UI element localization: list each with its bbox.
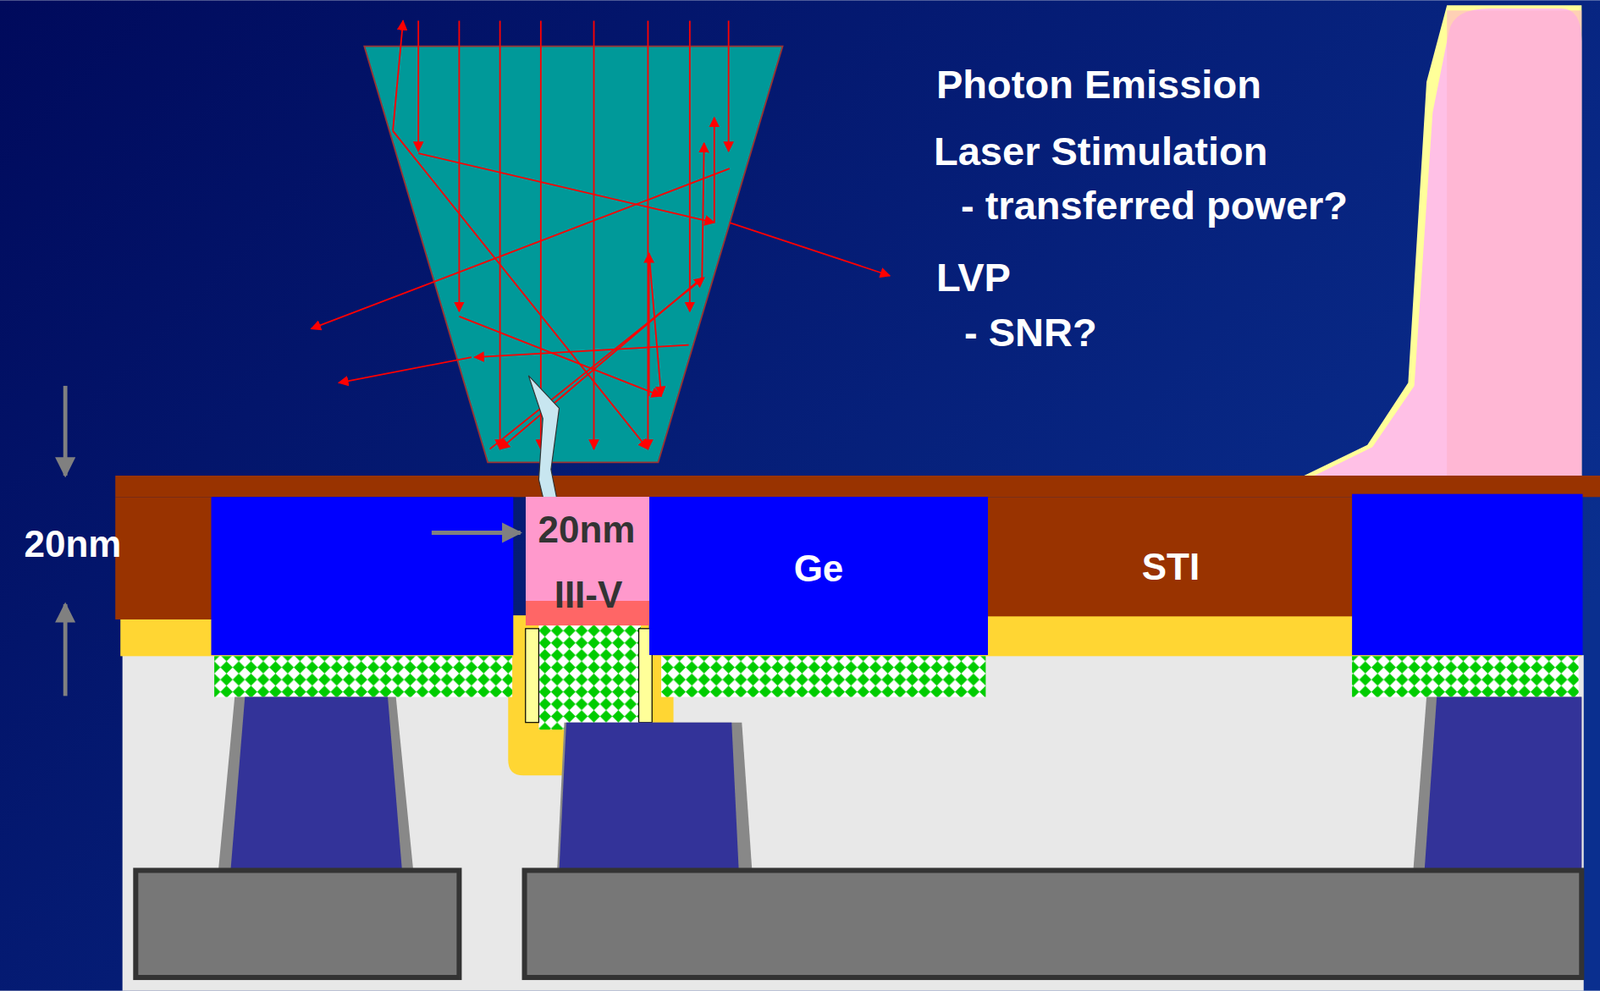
contact-liner: [218, 697, 414, 872]
ge-region: Ge: [649, 496, 988, 656]
sti-region: STI: [989, 475, 1352, 617]
light-ray: [417, 20, 420, 151]
sti-top: [115, 475, 1600, 497]
heading-note: LVP: [936, 257, 1011, 298]
contact-liner: [1412, 697, 1582, 872]
probe-shade: [1446, 10, 1582, 476]
light-ray: [701, 143, 704, 278]
light-ray: [646, 20, 649, 449]
probe-outline: [1303, 5, 1582, 476]
light-ray: [689, 20, 691, 312]
metal-line: [135, 870, 459, 978]
objective-lens: [364, 46, 783, 464]
substrate: [122, 655, 1584, 991]
light-ray: [490, 277, 705, 450]
light-ray: [728, 20, 730, 151]
dimension-arrow: [63, 604, 68, 696]
heading-note: Laser Stimulation: [933, 131, 1268, 172]
light-ray: [499, 20, 502, 449]
silicide-strip: [214, 656, 513, 697]
light-ray: [540, 20, 542, 449]
sti-right: [984, 496, 1354, 617]
light-ray: [458, 20, 461, 312]
contact: [1424, 697, 1583, 872]
ge-block: [211, 496, 514, 656]
region-label: Ge: [794, 550, 845, 588]
probe-body: [1314, 8, 1583, 476]
sub-note: - transferred power?: [960, 185, 1348, 226]
metal-line: [524, 870, 1583, 978]
dimension-arrow: [431, 530, 521, 536]
light-ray: [729, 222, 890, 276]
light-ray: [649, 253, 662, 397]
light-ray: [392, 20, 403, 131]
light-ray: [338, 357, 472, 383]
ge-block: [1351, 494, 1583, 656]
light-ray: [648, 253, 651, 397]
heading-note: Photon Emission: [936, 64, 1262, 105]
contact-liner: [557, 722, 752, 872]
light-ray: [392, 131, 648, 450]
contact: [230, 697, 403, 872]
light-ray: [418, 153, 715, 223]
silicide-strip: [1351, 656, 1579, 697]
silicide-strip: [661, 656, 986, 697]
light-ray: [311, 168, 730, 329]
light-ray: [593, 20, 596, 449]
silicide-block: [538, 625, 641, 730]
dimension-label: 20nm: [538, 511, 636, 549]
spacer: [525, 628, 540, 723]
sti-left: [115, 496, 213, 620]
dimension-arrow: [63, 386, 68, 476]
sub-note: - SNR?: [964, 312, 1098, 353]
region-label: STI: [1142, 548, 1200, 586]
light-rays: [311, 20, 890, 449]
region-label: III-V: [554, 576, 624, 614]
contact: [559, 722, 740, 872]
dimension-label: 20nm: [24, 525, 122, 563]
light-ray: [713, 117, 716, 223]
